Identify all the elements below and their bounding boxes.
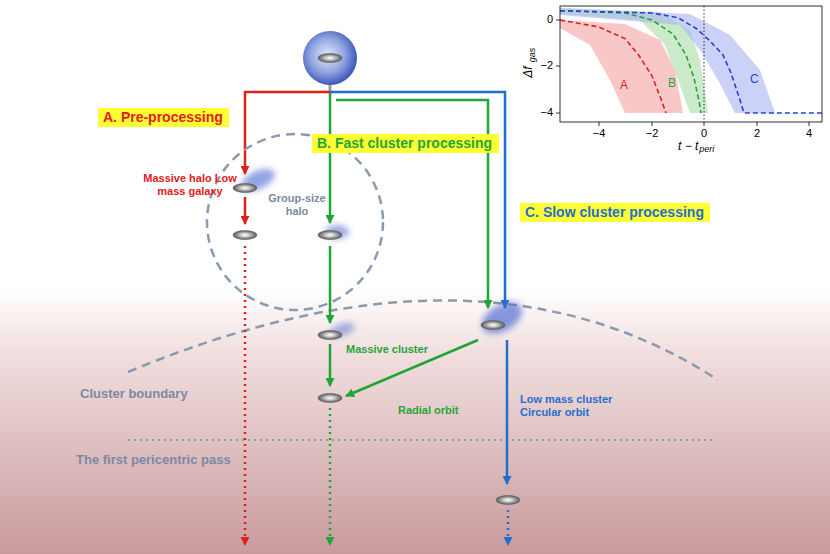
galaxy — [481, 321, 505, 330]
tick-label: 0 — [547, 13, 553, 26]
annotation: Massive halo Low mass galaxy — [138, 172, 242, 198]
tick-label: 2 — [754, 127, 760, 140]
green-arrow — [329, 246, 332, 323]
blue-dotted-arrow — [507, 510, 510, 545]
curve-a — [560, 20, 666, 113]
tick-label: 4 — [806, 127, 812, 140]
green-arrow — [329, 93, 332, 223]
curve-c — [560, 11, 822, 113]
stage-title: A. Pre-processing — [103, 109, 224, 126]
galaxy — [318, 394, 342, 403]
red-arrow — [244, 197, 247, 224]
ticks — [556, 20, 809, 126]
gas-halo — [303, 31, 357, 85]
cluster-boundary-arc — [128, 300, 718, 380]
annotation: Radial orbit — [398, 404, 459, 417]
green-dotted-arrow — [329, 408, 332, 545]
region-label: Cluster boundary — [80, 386, 188, 402]
curve-label: A — [620, 78, 628, 92]
tick-label: −4 — [540, 106, 553, 119]
green-arrow — [329, 344, 332, 386]
galaxy — [496, 496, 520, 505]
curve-label: C — [750, 72, 759, 86]
flow-arrows — [245, 84, 508, 545]
tick-label: −4 — [593, 127, 606, 140]
blue-arrow — [506, 340, 509, 484]
axis-label: gas — [527, 48, 538, 63]
axis-label: t − t — [678, 139, 698, 153]
stage-box: A. Pre-processing — [98, 108, 229, 127]
band-c — [560, 8, 775, 113]
axis-label: peri — [699, 144, 714, 155]
axis-label: Δf — [521, 66, 535, 77]
stage-title: B. Fast cluster processing — [317, 135, 494, 152]
stage-box: B. Fast cluster processing — [312, 134, 499, 153]
region-label: The first pericentric pass — [76, 452, 231, 468]
galaxy — [318, 231, 342, 240]
gas-cloud — [476, 296, 527, 341]
tick-label: −2 — [540, 59, 553, 72]
galaxy — [233, 184, 257, 193]
radial-orbit-arrow — [346, 340, 478, 396]
tick-label: −2 — [646, 127, 659, 140]
pericentre-marker — [704, 6, 705, 122]
annotation: Massive cluster — [346, 343, 428, 356]
pericentre-line — [128, 439, 712, 441]
halo-outline — [207, 134, 383, 310]
red-arrow — [245, 92, 330, 174]
galaxy — [318, 331, 342, 340]
curve-b — [560, 11, 701, 113]
galaxies — [233, 31, 528, 505]
annotation: Low mass cluster Circular orbit — [520, 393, 625, 419]
group-halo-circle: Group-size halo — [207, 134, 383, 310]
halo-outline — [207, 134, 383, 310]
curve-label: B — [668, 76, 676, 90]
blue-arrow — [330, 92, 505, 308]
stage-box: C. Slow cluster processing — [520, 203, 710, 222]
plot-frame — [560, 6, 822, 122]
stage-title: C. Slow cluster processing — [525, 204, 705, 221]
tick-label: 0 — [701, 127, 707, 140]
halo-label: Group-size halo — [265, 192, 329, 218]
galaxy — [233, 231, 257, 240]
inset-plot — [556, 6, 822, 126]
red-dotted-arrow — [244, 246, 247, 545]
galaxy — [318, 54, 342, 63]
green-arrow — [336, 100, 488, 308]
